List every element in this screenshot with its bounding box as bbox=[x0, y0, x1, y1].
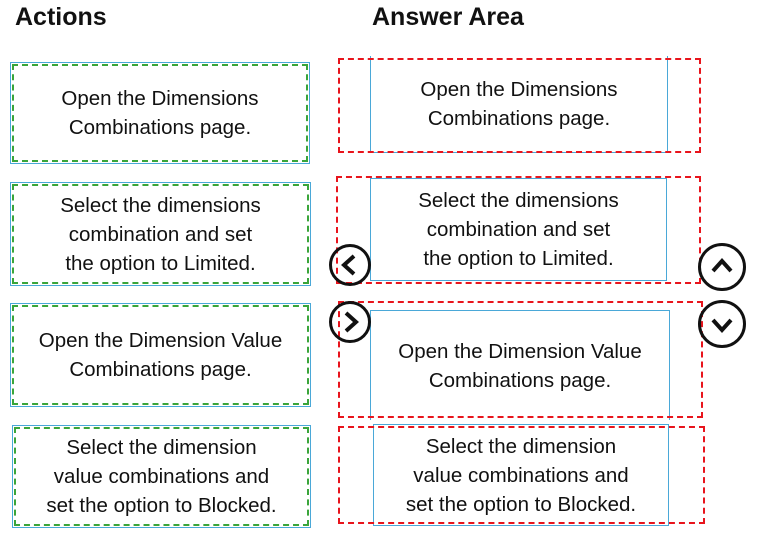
move-up-button[interactable] bbox=[698, 243, 746, 291]
move-left-button[interactable] bbox=[329, 244, 371, 286]
answer-text: Combinations page. bbox=[427, 107, 611, 130]
chevron-down-icon bbox=[711, 318, 733, 333]
chevron-left-icon bbox=[341, 254, 356, 276]
action-text: combination and set bbox=[68, 222, 253, 246]
move-right-button[interactable] bbox=[329, 301, 371, 343]
answer-text: Select the dimensions bbox=[418, 189, 619, 212]
answer-item[interactable]: Select the dimension value combinations a… bbox=[373, 424, 669, 526]
action-text: Combinations page. bbox=[69, 358, 252, 381]
actions-title: Actions bbox=[15, 3, 107, 31]
answer-text: value combinations and bbox=[413, 463, 629, 487]
answer-slot[interactable] bbox=[338, 301, 703, 418]
answer-text: Open the Dimensions bbox=[420, 78, 618, 101]
answer-text: Open the Dimension Value bbox=[398, 339, 642, 363]
answer-text: set the option to Blocked. bbox=[405, 492, 637, 516]
answer-text: the option to Limited. bbox=[423, 247, 614, 270]
answer-text: Select the dimension bbox=[425, 434, 617, 458]
answer-slot[interactable] bbox=[338, 426, 705, 524]
action-text: Select the dimensions bbox=[60, 193, 261, 217]
action-text: Open the Dimensions bbox=[61, 87, 259, 110]
answer-item[interactable]: Select the dimensions combination and set… bbox=[370, 178, 667, 281]
action-text: value combinations and bbox=[53, 465, 270, 488]
action-text: Select the dimension bbox=[66, 436, 257, 459]
chevron-right-icon bbox=[344, 311, 359, 333]
action-text: Open the Dimension Value bbox=[38, 329, 283, 352]
action-item[interactable]: Select the dimensions combination and set… bbox=[10, 182, 311, 286]
chevron-up-icon bbox=[711, 258, 733, 273]
action-item[interactable]: Select the dimension value combinations a… bbox=[12, 425, 311, 528]
answer-slot[interactable] bbox=[338, 58, 701, 153]
action-text: the option to Limited. bbox=[65, 251, 256, 275]
answer-slot[interactable] bbox=[336, 176, 701, 284]
action-text: Combinations page. bbox=[68, 116, 252, 139]
action-text: set the option to Blocked. bbox=[46, 494, 277, 517]
answer-text: Combinations page. bbox=[428, 368, 612, 392]
answer-text: combination and set bbox=[426, 218, 611, 241]
answer-area-title: Answer Area bbox=[372, 3, 524, 31]
move-down-button[interactable] bbox=[698, 300, 746, 348]
